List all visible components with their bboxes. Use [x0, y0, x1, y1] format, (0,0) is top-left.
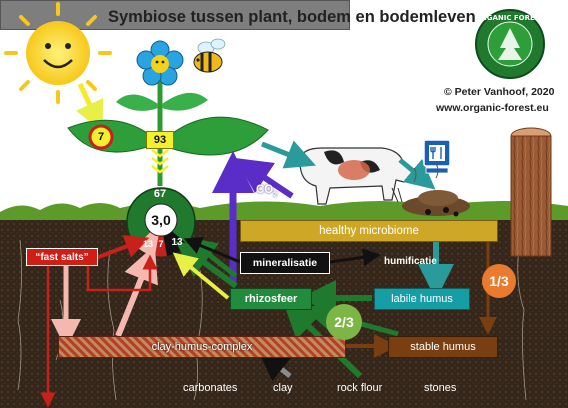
- website-link[interactable]: www.organic-forest.eu: [436, 102, 549, 114]
- green-arrow-rhizo-to-root-2: [186, 236, 238, 278]
- red-arrow-fast-salts-to-root: [95, 235, 150, 260]
- restaurant-sign-icon: [423, 139, 451, 174]
- flower-icon: [136, 40, 184, 86]
- gray-arrow-minerals-to-chc: [258, 350, 292, 382]
- sun-icon: [4, 2, 112, 104]
- leaf-right: [163, 116, 269, 156]
- page-title: Symbiose tussen plant, bodem en bodemlev…: [108, 8, 476, 26]
- stem-value-box: 93: [146, 131, 174, 149]
- rhizosfeer-box: rhizosfeer: [230, 288, 312, 310]
- sap-flow-chevrons: [151, 149, 169, 174]
- mineralisatie-box: mineralisatie: [240, 252, 330, 274]
- labile-humus-box: labile humus: [374, 288, 470, 310]
- dung-icon: [402, 163, 470, 217]
- root-right-value: 13: [171, 236, 183, 248]
- root-left-value: 13: [142, 239, 153, 249]
- mineral-rock-flour: rock flour: [337, 382, 383, 394]
- stable-humus-box: stable humus: [388, 336, 498, 358]
- red-leach-arrow-2: [86, 254, 158, 292]
- clay-humus-complex-box: clay-humus-complex: [58, 336, 346, 358]
- black-arrow-humif: [329, 248, 381, 267]
- black-arrow-miner-to-root: [183, 237, 241, 264]
- sun-ray-arrow: [76, 82, 104, 132]
- teal-arrow-plant-to-cow: [261, 140, 316, 169]
- co2-main: CO: [256, 184, 274, 196]
- one-third-badge: 1/3: [482, 264, 516, 298]
- co2-arrow-to-leaf: [235, 158, 294, 199]
- pink-arrow-chc-to-root: [115, 245, 158, 338]
- roots-texture: [17, 239, 527, 401]
- leaf-small-left: [116, 94, 158, 111]
- co2-label: CO2: [256, 184, 277, 198]
- bee-icon: [193, 38, 226, 73]
- tree-trunk-icon: [510, 127, 552, 257]
- root-center-value: 3,0: [151, 212, 171, 228]
- grass-strip: [0, 201, 568, 220]
- fast-salts-box: “fast salts”: [26, 248, 98, 266]
- root-mid-value: 7: [158, 239, 164, 249]
- leaf-value: 7: [97, 131, 105, 143]
- co2-subscript: 2: [273, 191, 278, 199]
- mineral-stones: stones: [424, 382, 457, 394]
- healthy-microbiome-box: healthy microbiome: [240, 220, 498, 242]
- cow-icon: [299, 147, 417, 205]
- humificatie-label: humificatie: [384, 256, 437, 267]
- mineral-carbonates: carbonates: [183, 382, 238, 394]
- logo-text: ORGANIC FOREST: [475, 14, 544, 22]
- leaf-small-right: [162, 92, 208, 111]
- root-top-value: 67: [153, 188, 167, 200]
- copyright-text: © Peter Vanhoof, 2020: [444, 86, 555, 98]
- mineral-clay: clay: [273, 382, 293, 394]
- yellow-arrow-rhizo-to-root: [172, 252, 230, 300]
- teal-arrow-cow-to-dung: [398, 158, 436, 190]
- leaf-value-marker: [88, 124, 114, 150]
- organic-forest-logo: ORGANIC FOREST: [475, 9, 545, 79]
- two-thirds-badge: 2/3: [326, 304, 362, 340]
